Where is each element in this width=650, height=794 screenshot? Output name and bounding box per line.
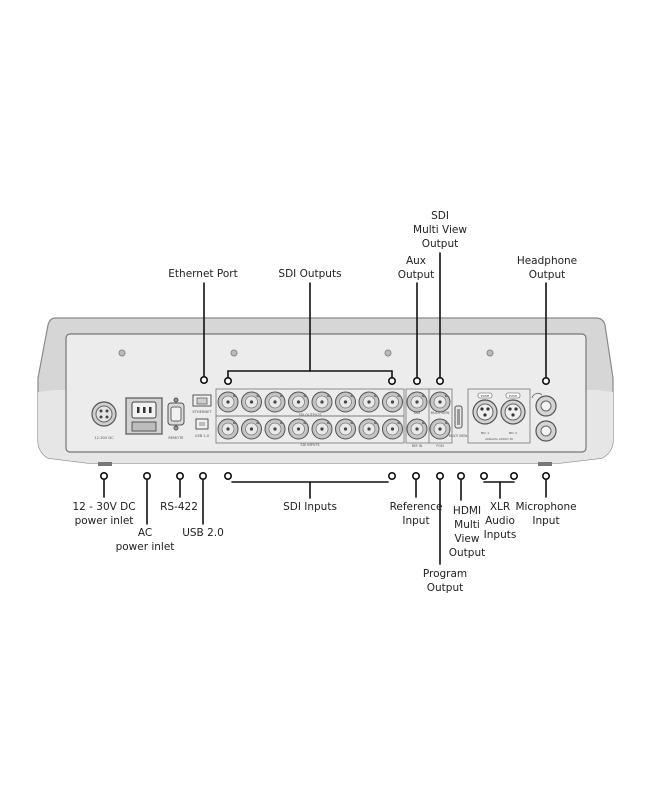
sdi-output-bnc	[335, 391, 356, 413]
dc-callout-dot	[100, 471, 109, 480]
microphone-jack	[535, 420, 557, 442]
hdmi-panel-label: MULTI VIEW	[449, 434, 468, 438]
headphone-output-label: Headphone Output	[516, 255, 578, 281]
sdi-outputs-strip-label: SDI OUTPUTS	[299, 413, 322, 417]
sdi-output-bnc	[241, 391, 262, 413]
sdi-input-bnc	[382, 418, 403, 440]
ac-power-inlet-label: AC power inlet	[115, 527, 175, 553]
microphone-input-label: Microphone Input	[515, 501, 577, 527]
ref-in-panel-label: REF IN	[412, 444, 423, 448]
xlr-callout-dot-right	[509, 471, 518, 480]
program-callout-dot	[435, 471, 444, 480]
reference-input-label: Reference Input	[389, 501, 443, 527]
analog-audio-panel-label: ANALOG AUDIO IN	[485, 437, 512, 441]
foot-left	[98, 462, 112, 466]
reference-input-bnc	[406, 418, 428, 440]
aux-output-bnc	[406, 391, 428, 413]
sdi-input-bnc	[311, 418, 333, 440]
screw	[384, 349, 392, 357]
program-output-bnc	[429, 418, 451, 440]
sdi-input-bnc	[217, 418, 239, 440]
usb-callout-dot	[199, 471, 208, 480]
dc-power-inlet-label: 12 - 30V DC power inlet	[72, 501, 136, 527]
sdi-output-bnc	[382, 391, 403, 413]
ethernet-callout-dot	[200, 375, 209, 384]
headphone-callout-dot	[541, 376, 550, 385]
sdi-output-bnc	[288, 391, 309, 413]
sdi-input-bnc	[335, 418, 356, 440]
multiview-output-bnc	[429, 391, 451, 413]
sdi-input-bnc	[264, 418, 286, 440]
xlr-callout-dot-left	[479, 471, 488, 480]
remote-panel-label: REMOTE	[168, 436, 184, 440]
usb-label: USB 2.0	[182, 527, 224, 539]
rs422-connector: REMOTE	[167, 397, 185, 440]
reference-callout-dot	[411, 471, 420, 480]
aux-panel-label: AUX	[414, 411, 422, 415]
sdi-input-bnc	[288, 418, 309, 440]
sdi-output-bnc	[217, 391, 239, 413]
hdmi-multiview-output-label: HDMI Multi View Output	[448, 505, 486, 559]
sdi-multiview-callout-dot	[435, 376, 444, 385]
sdi-inputs-dot-left	[224, 471, 233, 480]
rs422-callout-dot	[176, 471, 185, 480]
sdi-inputs-label: SDI Inputs	[283, 501, 337, 513]
ethernet-port-label: Ethernet Port	[168, 268, 238, 280]
mic1-panel-label: MIC 1	[481, 431, 490, 435]
aux-callout-dot	[412, 376, 421, 385]
sdi-outputs-dot-right	[387, 376, 396, 385]
headphone-jack	[531, 392, 557, 417]
hdmi-port: MULTI VIEW	[449, 405, 468, 438]
hdmi-callout-dot	[456, 471, 465, 480]
sdi-output-bnc	[311, 391, 333, 413]
xlr-inputs-block: PUSH PUSH MIC 1 MIC 2 ANALOG AUDIO IN	[467, 388, 531, 444]
xlr-audio-inputs-label: XLR Audio Inputs	[483, 501, 517, 541]
ac-power-inlet	[125, 397, 163, 435]
screw	[230, 349, 238, 357]
sdi-inputs-strip-label: SDI INPUTS	[300, 443, 319, 447]
dc-power-connector: 12-30V DC	[91, 401, 117, 440]
usb-panel-label: USB 2.0	[195, 434, 210, 438]
ac-callout-dot	[143, 471, 152, 480]
aux-multiview-block: AUX MULTI VIEW REF IN PGM	[405, 388, 453, 448]
mic2-panel-label: MIC 2	[509, 431, 518, 435]
foot-right	[538, 462, 552, 466]
program-output-label: Program Output	[422, 568, 468, 594]
sdi-output-bnc	[264, 391, 286, 413]
sdi-input-bnc	[358, 418, 380, 440]
multiview-panel-label: MULTI VIEW	[431, 411, 450, 415]
aux-output-label: Aux Output	[397, 255, 435, 281]
screw	[486, 349, 494, 357]
screw	[118, 349, 126, 357]
sdi-outputs-dot-left	[224, 376, 233, 385]
callout-lines	[100, 252, 550, 565]
xlr1-push-tag: PUSH	[481, 394, 489, 398]
sdi-input-bnc	[241, 418, 262, 440]
ethernet-port: ETHERNET	[192, 394, 212, 414]
sdi-inputs-dot-right	[387, 471, 396, 480]
sdi-inputs-strip	[215, 415, 405, 444]
pgm-panel-label: PGM	[436, 444, 443, 448]
sdi-multiview-output-label: SDI Multi View Output	[413, 210, 467, 250]
dc-panel-label: 12-30V DC	[94, 436, 114, 440]
usb-port: USB 2.0	[195, 418, 210, 438]
rs422-label: RS-422	[160, 501, 198, 513]
microphone-callout-dot	[541, 471, 550, 480]
sdi-output-bnc	[358, 391, 380, 413]
ethernet-panel-label: ETHERNET	[192, 410, 212, 414]
xlr2-push-tag: PUSH	[509, 394, 517, 398]
sdi-outputs-label: SDI Outputs	[278, 268, 342, 280]
bnc-connectors	[217, 391, 451, 440]
chassis	[37, 317, 614, 466]
